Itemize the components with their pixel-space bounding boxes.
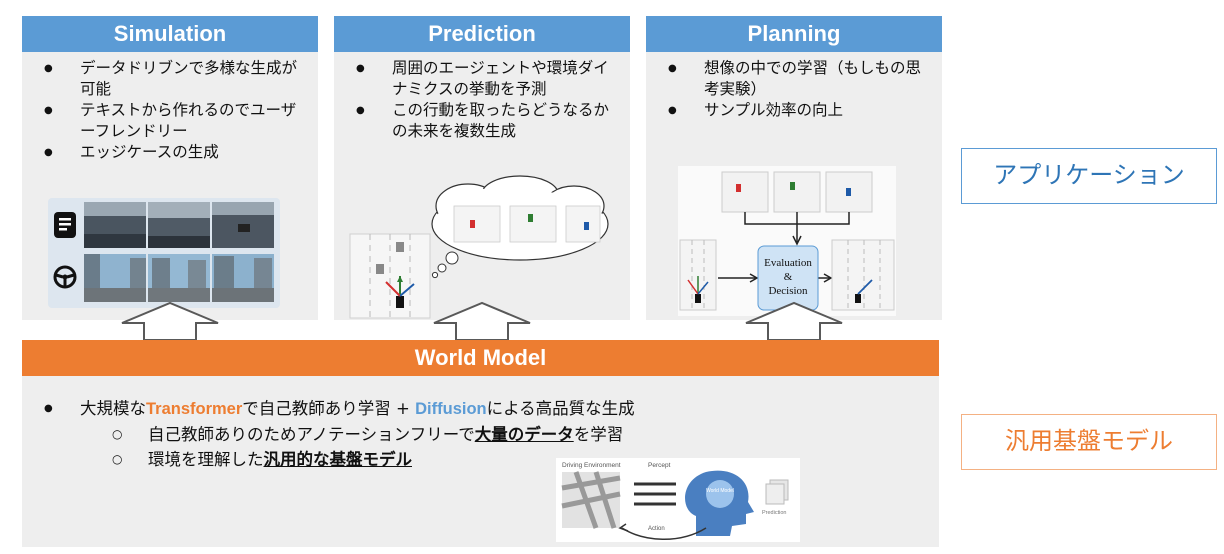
percept-arrows — [634, 482, 676, 506]
map-graphic — [561, 471, 621, 529]
figure-driving-env: Driving Environment — [562, 462, 621, 469]
sub1-prefix: 自己教師ありのためアノテーションフリーで — [148, 425, 475, 444]
foundation-model-label: 汎用基盤モデル — [961, 414, 1217, 470]
up-arrow-prediction-icon — [433, 301, 531, 341]
decision-line-2: & — [784, 271, 793, 283]
prediction-panel: Prediction 周囲のエージェントや環境ダイナミクスの挙動を予測 この行動… — [334, 16, 630, 320]
simulation-figure — [48, 198, 280, 308]
planning-title: Planning — [646, 16, 942, 52]
steering-wheel-icon — [53, 265, 77, 289]
output-scene — [831, 239, 895, 311]
decision-line-1: Evaluation — [764, 257, 812, 269]
simulation-title: Simulation — [22, 16, 318, 52]
planning-panel: Planning 想像の中での学習（もしもの思考実験） サンプル効率の向上 — [646, 16, 942, 320]
simulation-bullet-2: テキストから作れるのでユーザーフレンドリー — [40, 100, 310, 142]
keyword-foundation-model: 汎用的な基盤モデル — [263, 450, 413, 469]
connector-lines — [718, 212, 850, 283]
planning-bullets: 想像の中での学習（もしもの思考実験） サンプル効率の向上 — [664, 58, 934, 121]
simulation-panel: Simulation データドリブンで多様な生成が可能 テキストから作れるのでユ… — [22, 16, 318, 320]
keyword-diffusion: Diffusion — [415, 400, 487, 418]
prediction-stack-icon — [765, 479, 789, 505]
sub1-suffix: を学習 — [573, 425, 624, 444]
simulation-bullet-1: データドリブンで多様な生成が可能 — [40, 58, 310, 100]
brain-head-icon: World Model — [685, 470, 754, 536]
candidate-scenes — [721, 171, 873, 213]
world-model-sub-bullet-1: 自己教師ありのためアノテーションフリーで大量のデータを学習 — [40, 422, 919, 447]
prediction-bullet-2: この行動を取ったらどうなるかの未来を複数生成 — [352, 100, 622, 142]
figure-percept: Percept — [648, 462, 671, 469]
generated-frames-row2 — [84, 254, 274, 302]
input-scene — [679, 239, 717, 311]
generated-frames-row1 — [84, 202, 274, 248]
prediction-bullet-1: 周囲のエージェントや環境ダイナミクスの挙動を予測 — [352, 58, 622, 100]
world-model-figure: Driving Environment Percept World Model … — [556, 458, 800, 542]
world-model-bullet-1: 大規模なTransformerで自己教師あり学習 + Diffusionによる高… — [40, 396, 919, 422]
text-prompt-icon — [54, 212, 76, 238]
world-model-panel: World Model 大規模なTransformerで自己教師あり学習 + D… — [22, 340, 939, 547]
up-arrow-simulation-icon — [121, 301, 219, 341]
thought-cloud — [431, 175, 609, 279]
keyword-transformer: Transformer — [146, 400, 243, 418]
planning-figure: Evaluation & Decision — [678, 166, 896, 316]
prediction-figure — [348, 172, 628, 320]
figure-prediction: Prediction — [762, 510, 786, 516]
sub2-prefix: 環境を理解した — [148, 450, 264, 469]
world-model-bullets: 大規模なTransformerで自己教師あり学習 + Diffusionによる高… — [40, 396, 919, 472]
prediction-title: Prediction — [334, 16, 630, 52]
prediction-bullets: 周囲のエージェントや環境ダイナミクスの挙動を予測 この行動を取ったらどうなるかの… — [352, 58, 622, 142]
world-model-title: World Model — [22, 340, 939, 376]
planning-bullet-2: サンプル効率の向上 — [664, 100, 934, 121]
figure-action: Action — [648, 526, 665, 532]
road-scene — [349, 233, 431, 319]
decision-line-3: Decision — [768, 285, 808, 297]
figure-world-model: World Model — [706, 488, 734, 494]
bullet1-mid: で自己教師あり学習 + — [242, 399, 416, 418]
decision-box: Evaluation & Decision — [757, 245, 819, 311]
simulation-bullets: データドリブンで多様な生成が可能 テキストから作れるのでユーザーフレンドリー エ… — [40, 58, 310, 163]
simulation-bullet-3: エッジケースの生成 — [40, 142, 310, 163]
up-arrow-planning-icon — [745, 301, 843, 341]
bullet1-suffix: による高品質な生成 — [486, 399, 635, 418]
world-model-sub-bullet-2: 環境を理解した汎用的な基盤モデル — [40, 447, 919, 472]
keyword-large-data: 大量のデータ — [474, 425, 574, 444]
application-label: アプリケーション — [961, 148, 1217, 204]
bullet1-prefix: 大規模な — [80, 399, 146, 418]
planning-bullet-1: 想像の中での学習（もしもの思考実験） — [664, 58, 934, 100]
